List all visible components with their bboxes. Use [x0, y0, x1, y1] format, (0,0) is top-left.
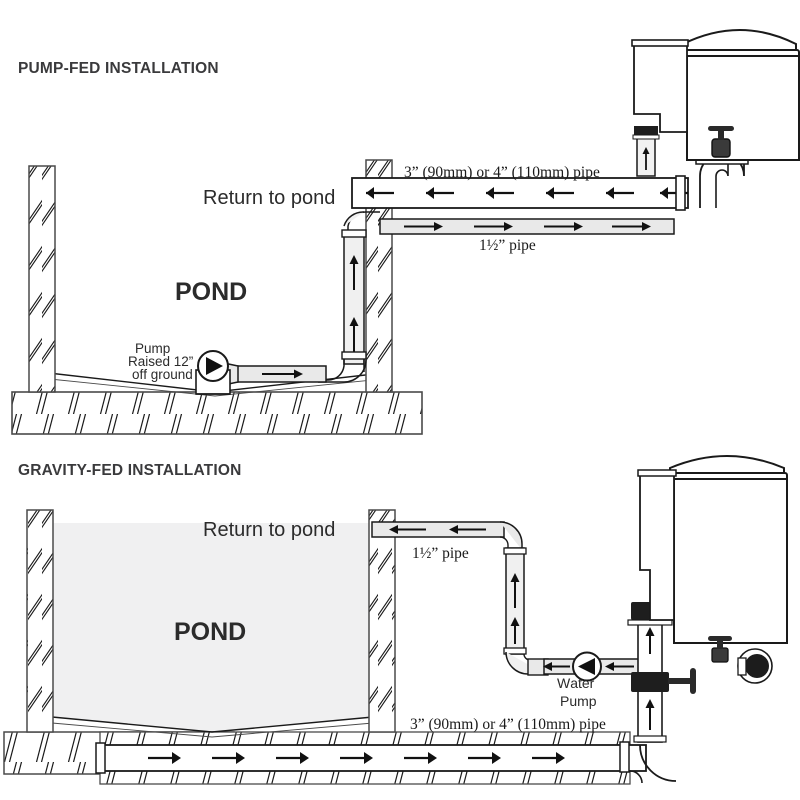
gravity-small-pipe-label: 1½” pipe [412, 545, 469, 562]
filter-unit-gravity-fed [637, 455, 788, 684]
riser-pipe-gravity [503, 547, 549, 676]
filter-outlet-port [737, 648, 773, 684]
pond-wall-left-pump [28, 165, 56, 393]
gravity-fed-diagram: Return to pond POND 1½” pipe 3” (90mm) o… [0, 440, 800, 800]
pump-fed-large-pipe-label: 3” (90mm) or 4” (110mm) pipe [404, 164, 600, 181]
flow-arrow-icon [510, 573, 520, 644]
gravity-return-label: Return to pond [203, 519, 335, 541]
pump-fed-title: PUMP-FED INSTALLATION [18, 60, 219, 77]
pump-label-line3: off ground [132, 367, 193, 382]
pond-wall-right-gravity [368, 509, 396, 733]
pump-impeller-icon [206, 357, 223, 375]
ground-slab-pump [11, 391, 423, 435]
pump-fed-small-pipe-label: 1½” pipe [479, 237, 536, 254]
valve-handle-icon [708, 126, 734, 158]
riser-pipe-pump [318, 211, 380, 383]
pond-floor-gravity [51, 716, 374, 738]
gravity-large-pipe-label: 3” (90mm) or 4” (110mm) pipe [410, 716, 606, 733]
filter-outlet-elbow-pump [695, 153, 749, 208]
pump-fed-pond-label: POND [175, 278, 247, 306]
pump-label-line1: Pump [135, 341, 170, 356]
flow-arrow-icon [349, 255, 359, 352]
large-drain-pipe-gravity [95, 741, 677, 784]
pump-fed-diagram: Return to pond POND 3” (90mm) or 4” (110… [11, 29, 800, 435]
pump-label-line2: Raised 12” [128, 354, 193, 369]
flow-arrow-icon [148, 752, 565, 764]
flow-arrow-icon [642, 147, 650, 170]
pump-unit-pump-fed [195, 350, 231, 395]
pump-suction-pipe-gravity [543, 651, 641, 682]
valve-handle-icon [668, 668, 696, 694]
gravity-pond-label: POND [174, 618, 246, 646]
flow-arrow-icon [262, 369, 303, 379]
flow-arrow-icon [389, 525, 486, 534]
water-pump-label-line2: Pump [560, 693, 597, 709]
pump-fed-return-label: Return to pond [203, 187, 335, 209]
flow-arrow-icon [366, 187, 688, 199]
flow-arrow-icon [404, 222, 651, 231]
flow-arrow-icon [645, 627, 655, 730]
water-pump-label-line1: Water [557, 675, 595, 691]
pump-impeller-icon [578, 658, 595, 675]
filter-standpipe-gravity [627, 602, 696, 743]
pond-water-gravity [49, 523, 373, 732]
filter-unit-pump-fed [631, 29, 800, 177]
valve-handle-icon [708, 636, 732, 663]
pump-outlet-pipe [218, 361, 327, 387]
pipe-coupling-icon [634, 126, 658, 135]
pump-unit-gravity [572, 651, 602, 682]
large-return-pipe-pump [351, 175, 689, 211]
pond-wall-left-gravity [26, 509, 54, 733]
flow-arrow-icon [543, 662, 634, 671]
pipe-coupling-icon [631, 672, 669, 692]
small-return-pipe-gravity [371, 521, 523, 550]
gravity-fed-title: GRAVITY-FED INSTALLATION [18, 462, 242, 479]
small-supply-pipe-pump [379, 218, 675, 235]
